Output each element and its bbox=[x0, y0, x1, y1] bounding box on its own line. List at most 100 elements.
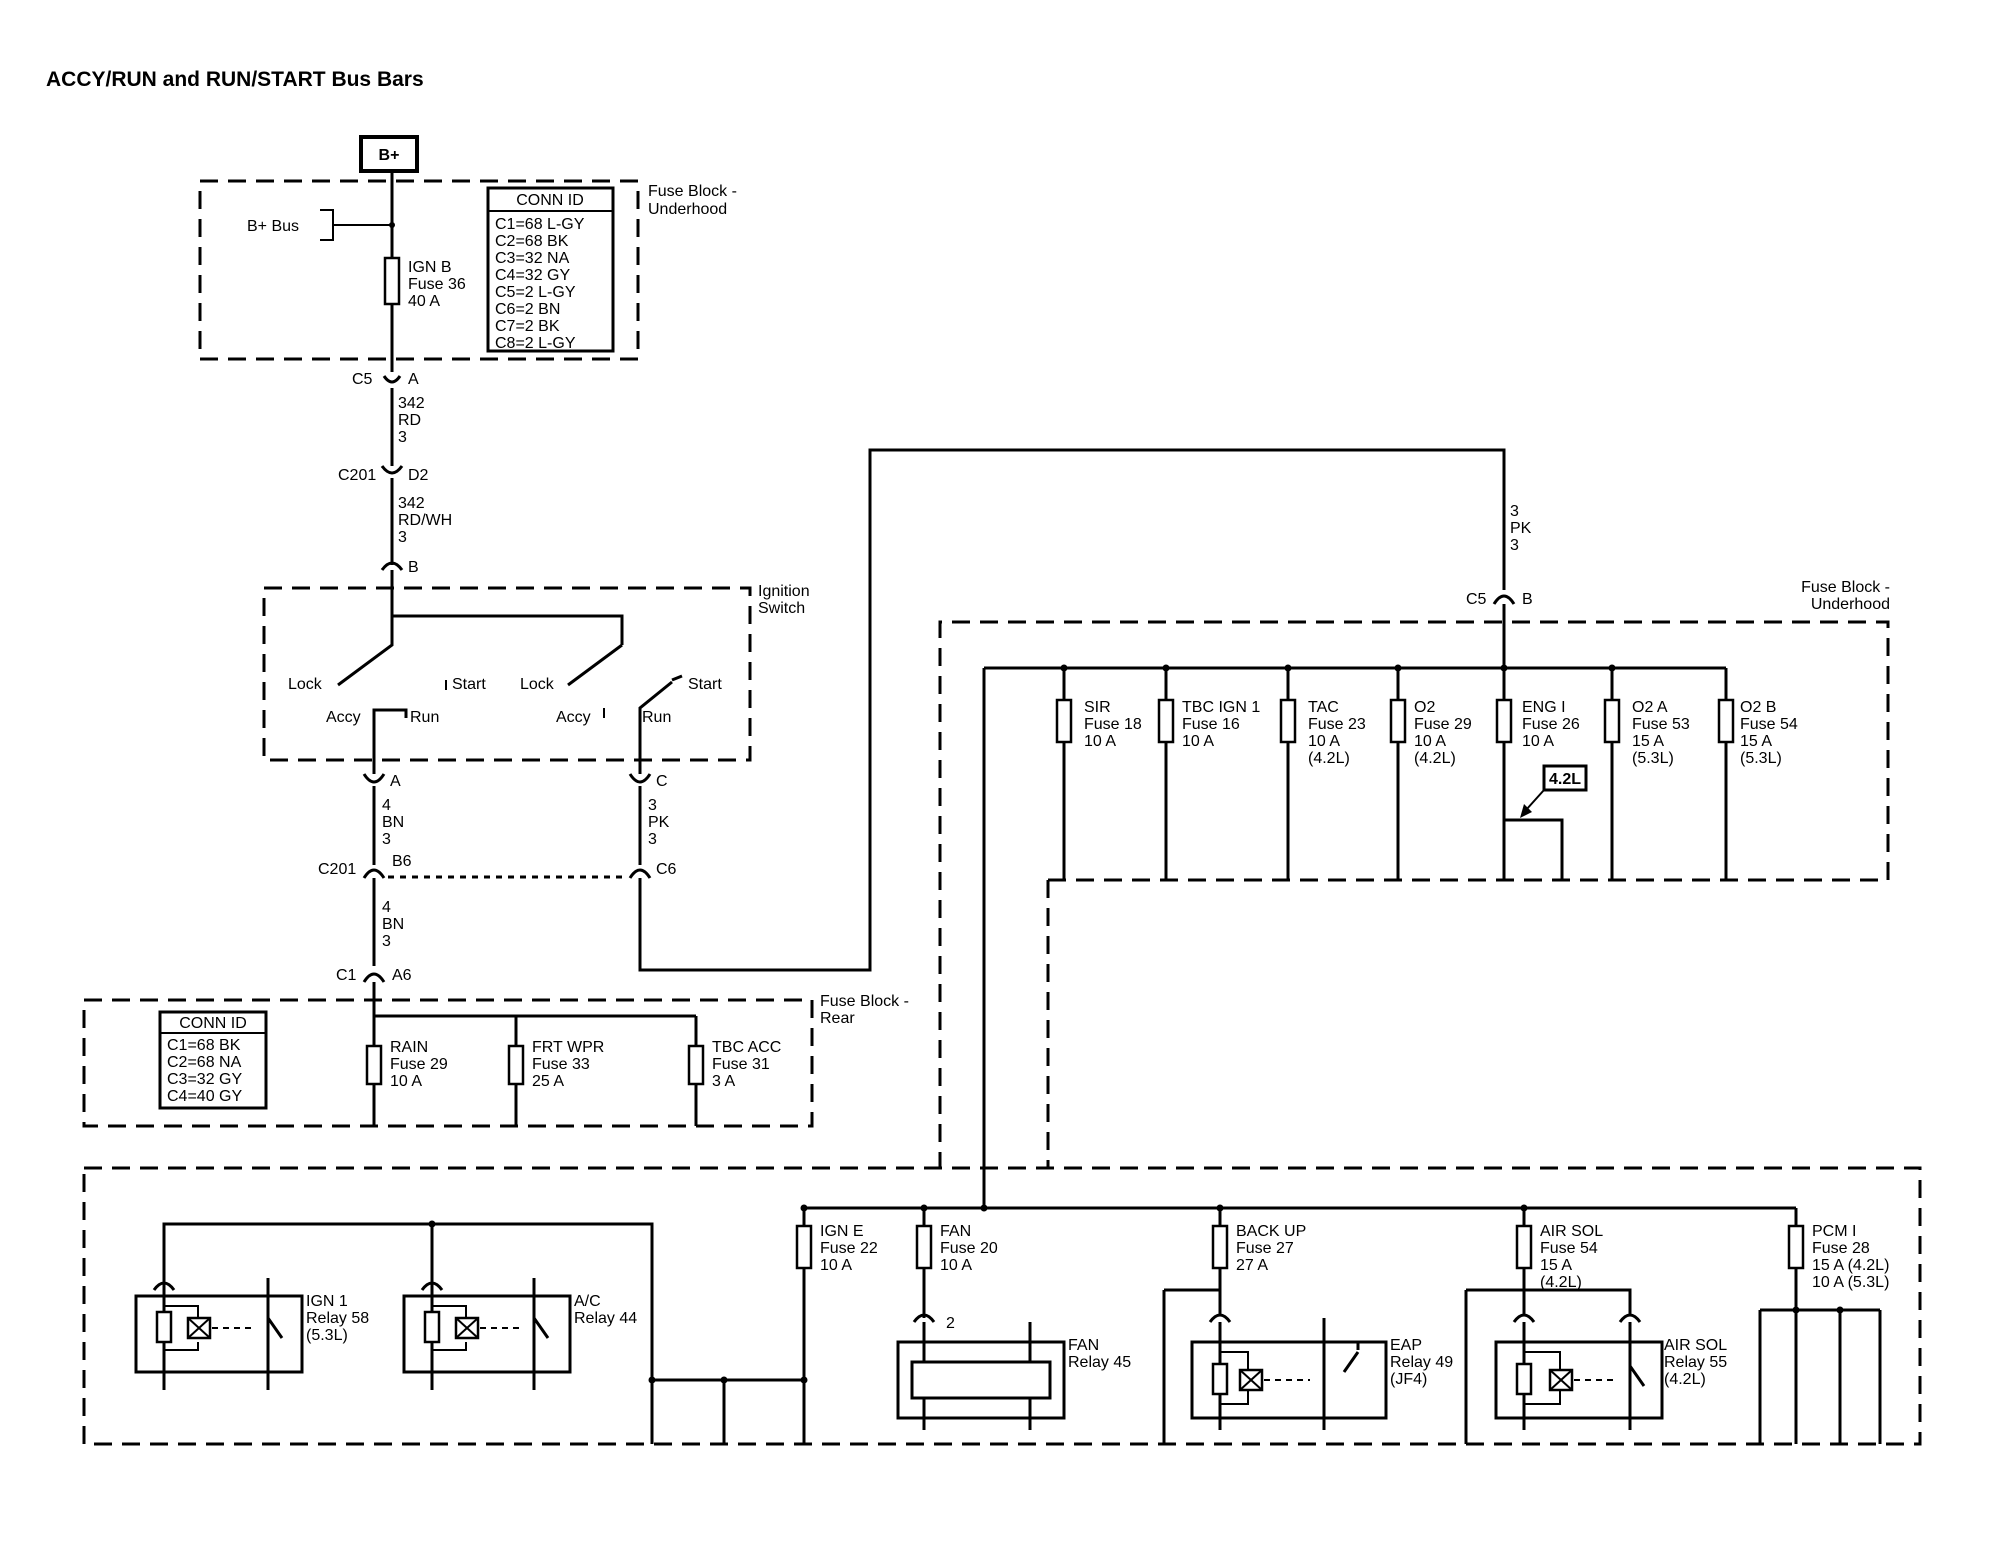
relay-label: (5.3L) bbox=[306, 1327, 348, 1344]
connector-label: B bbox=[1522, 591, 1533, 608]
fuse-label: (5.3L) bbox=[1632, 750, 1674, 767]
ignition-run-contact-left bbox=[372, 708, 408, 725]
connector-label: C bbox=[656, 773, 668, 790]
connector-label: A bbox=[390, 773, 401, 790]
ignition-switch-blade-right bbox=[567, 643, 623, 687]
conn-row: C2=68 NA bbox=[167, 1054, 242, 1071]
relay-supply-wire bbox=[162, 1222, 654, 1444]
fuse-label: 25 A bbox=[532, 1073, 564, 1090]
connector-label: C201 bbox=[318, 861, 356, 878]
relay-ign1 bbox=[134, 1278, 304, 1390]
fuse-label: 15 A bbox=[1740, 733, 1772, 750]
fuse-label: Fuse 18 bbox=[1084, 716, 1142, 733]
switch-label: Lock bbox=[520, 676, 555, 693]
wire-label: PK bbox=[648, 814, 670, 831]
right-fuse-tbc-ign1: TBC IGN 1 Fuse 16 10 A bbox=[1157, 668, 1260, 880]
connector-c5-a bbox=[382, 375, 402, 384]
fuse-label: 15 A bbox=[1540, 1257, 1572, 1274]
connector-label: D2 bbox=[408, 467, 429, 484]
switch-label: Start bbox=[688, 676, 722, 693]
fuse-label: 10 A bbox=[390, 1073, 422, 1090]
rear-label-2: Rear bbox=[820, 1010, 855, 1027]
ignition-switch-label-1: Ignition bbox=[758, 583, 810, 600]
connector-label: B bbox=[408, 559, 419, 576]
fuse-label: Fuse 54 bbox=[1540, 1240, 1598, 1257]
switch-label: Accy bbox=[326, 709, 361, 726]
switch-label: Run bbox=[642, 709, 671, 726]
fuse-rain bbox=[365, 1044, 383, 1086]
conn-id-title-rear: CONN ID bbox=[179, 1015, 247, 1032]
fuse-label: FRT WPR bbox=[532, 1039, 604, 1056]
switch-label: Start bbox=[452, 676, 486, 693]
relay-label: EAP bbox=[1390, 1337, 1422, 1354]
relay-label: FAN bbox=[1068, 1337, 1099, 1354]
ignition-common-wire bbox=[390, 570, 624, 645]
pin-label: 2 bbox=[946, 1315, 955, 1332]
fuse-label: O2 bbox=[1414, 699, 1435, 716]
fuse-block-underhood-right bbox=[938, 620, 1890, 1168]
connector-c201-b6 bbox=[362, 868, 386, 879]
connector-label: A bbox=[408, 371, 419, 388]
fuse-label: (4.2L) bbox=[1540, 1274, 1582, 1291]
fuse-label: Fuse 16 bbox=[1182, 716, 1240, 733]
relay-air-sol bbox=[1494, 1313, 1664, 1430]
conn-id-table-top bbox=[486, 186, 615, 353]
connector-label: B6 bbox=[392, 853, 412, 870]
fuse-label: 3 A bbox=[712, 1073, 735, 1090]
wire-label: 3 bbox=[398, 529, 407, 546]
fuse-label: Fuse 53 bbox=[1632, 716, 1690, 733]
fuse-label: Fuse 23 bbox=[1308, 716, 1366, 733]
fuse-label: TBC ACC bbox=[712, 1039, 781, 1056]
conn-row: C7=2 BK bbox=[495, 318, 560, 335]
conn-row: C3=32 NA bbox=[495, 250, 570, 267]
conn-row: C6=2 BN bbox=[495, 301, 560, 318]
fuse-frt-wpr bbox=[507, 1044, 525, 1086]
fuse-label: PCM I bbox=[1812, 1223, 1856, 1240]
underhood-right-bus bbox=[984, 604, 1726, 670]
relay-label: AIR SOL bbox=[1664, 1337, 1727, 1354]
fuse-label: Fuse 22 bbox=[820, 1240, 878, 1257]
relay-label: Relay 44 bbox=[574, 1310, 637, 1327]
relay-label: (4.2L) bbox=[1664, 1371, 1706, 1388]
bottom-fuse-ign-e: IGN E Fuse 22 10 A bbox=[795, 1208, 878, 1380]
relay-label: Relay 58 bbox=[306, 1310, 369, 1327]
connector-label: C6 bbox=[656, 861, 677, 878]
right-fuse-o2-a: O2 A Fuse 53 15 A (5.3L) bbox=[1603, 668, 1690, 880]
fuse-label: IGN E bbox=[820, 1223, 864, 1240]
fuse-label: 15 A bbox=[1632, 733, 1664, 750]
relay-fan bbox=[896, 1313, 1066, 1430]
underhood-right-label-2: Underhood bbox=[1811, 596, 1890, 613]
fuse-label: 10 A bbox=[1522, 733, 1554, 750]
underhood-right-label-1: Fuse Block - bbox=[1801, 579, 1890, 596]
fuse-label: ENG I bbox=[1522, 699, 1566, 716]
bplus-label: B+ bbox=[379, 147, 400, 164]
bottom-fuse-pcm-i: PCM I Fuse 28 15 A (4.2L) 10 A (5.3L) bbox=[1758, 1208, 1889, 1444]
wire-label: PK bbox=[1510, 520, 1532, 537]
bplus-terminal bbox=[359, 135, 419, 173]
fuse-tbc-acc bbox=[687, 1044, 705, 1086]
wire-label: 3 bbox=[1510, 537, 1519, 554]
fuse-ign-b-name: IGN B bbox=[408, 259, 452, 276]
connector-ign-a bbox=[362, 773, 386, 784]
fuse-label: Fuse 33 bbox=[532, 1056, 590, 1073]
relay-label: Relay 55 bbox=[1664, 1354, 1727, 1371]
relay-label: A/C bbox=[574, 1293, 601, 1310]
bplus-bus-bracket bbox=[320, 209, 392, 241]
connector-label: C1 bbox=[336, 967, 357, 984]
right-fuse-o2-b: O2 B Fuse 54 15 A (5.3L) bbox=[1717, 668, 1798, 880]
fuse-label: 10 A (5.3L) bbox=[1812, 1274, 1889, 1291]
fuse-block-rear bbox=[82, 998, 814, 1128]
conn-row: C4=40 GY bbox=[167, 1088, 242, 1105]
connector-c201-d2 bbox=[380, 465, 404, 475]
right-fuse-sir: SIR Fuse 18 10 A bbox=[1055, 668, 1142, 880]
wire-label: 3 bbox=[398, 429, 407, 446]
fuse-label: Fuse 20 bbox=[940, 1240, 998, 1257]
underhood-top-label-1: Fuse Block - bbox=[648, 183, 737, 200]
bplus-bus-label: B+ Bus bbox=[247, 218, 299, 235]
conn-id-table-rear bbox=[158, 1010, 268, 1110]
conn-row: C1=68 L-GY bbox=[495, 216, 585, 233]
ignition-switch-label-2: Switch bbox=[758, 600, 805, 617]
bottom-fuse-air-sol: AIR SOL Fuse 54 15 A (4.2L) bbox=[1464, 1208, 1632, 1444]
right-fuse-tac: TAC Fuse 23 10 A (4.2L) bbox=[1279, 668, 1366, 880]
fuse-label: 10 A bbox=[1084, 733, 1116, 750]
